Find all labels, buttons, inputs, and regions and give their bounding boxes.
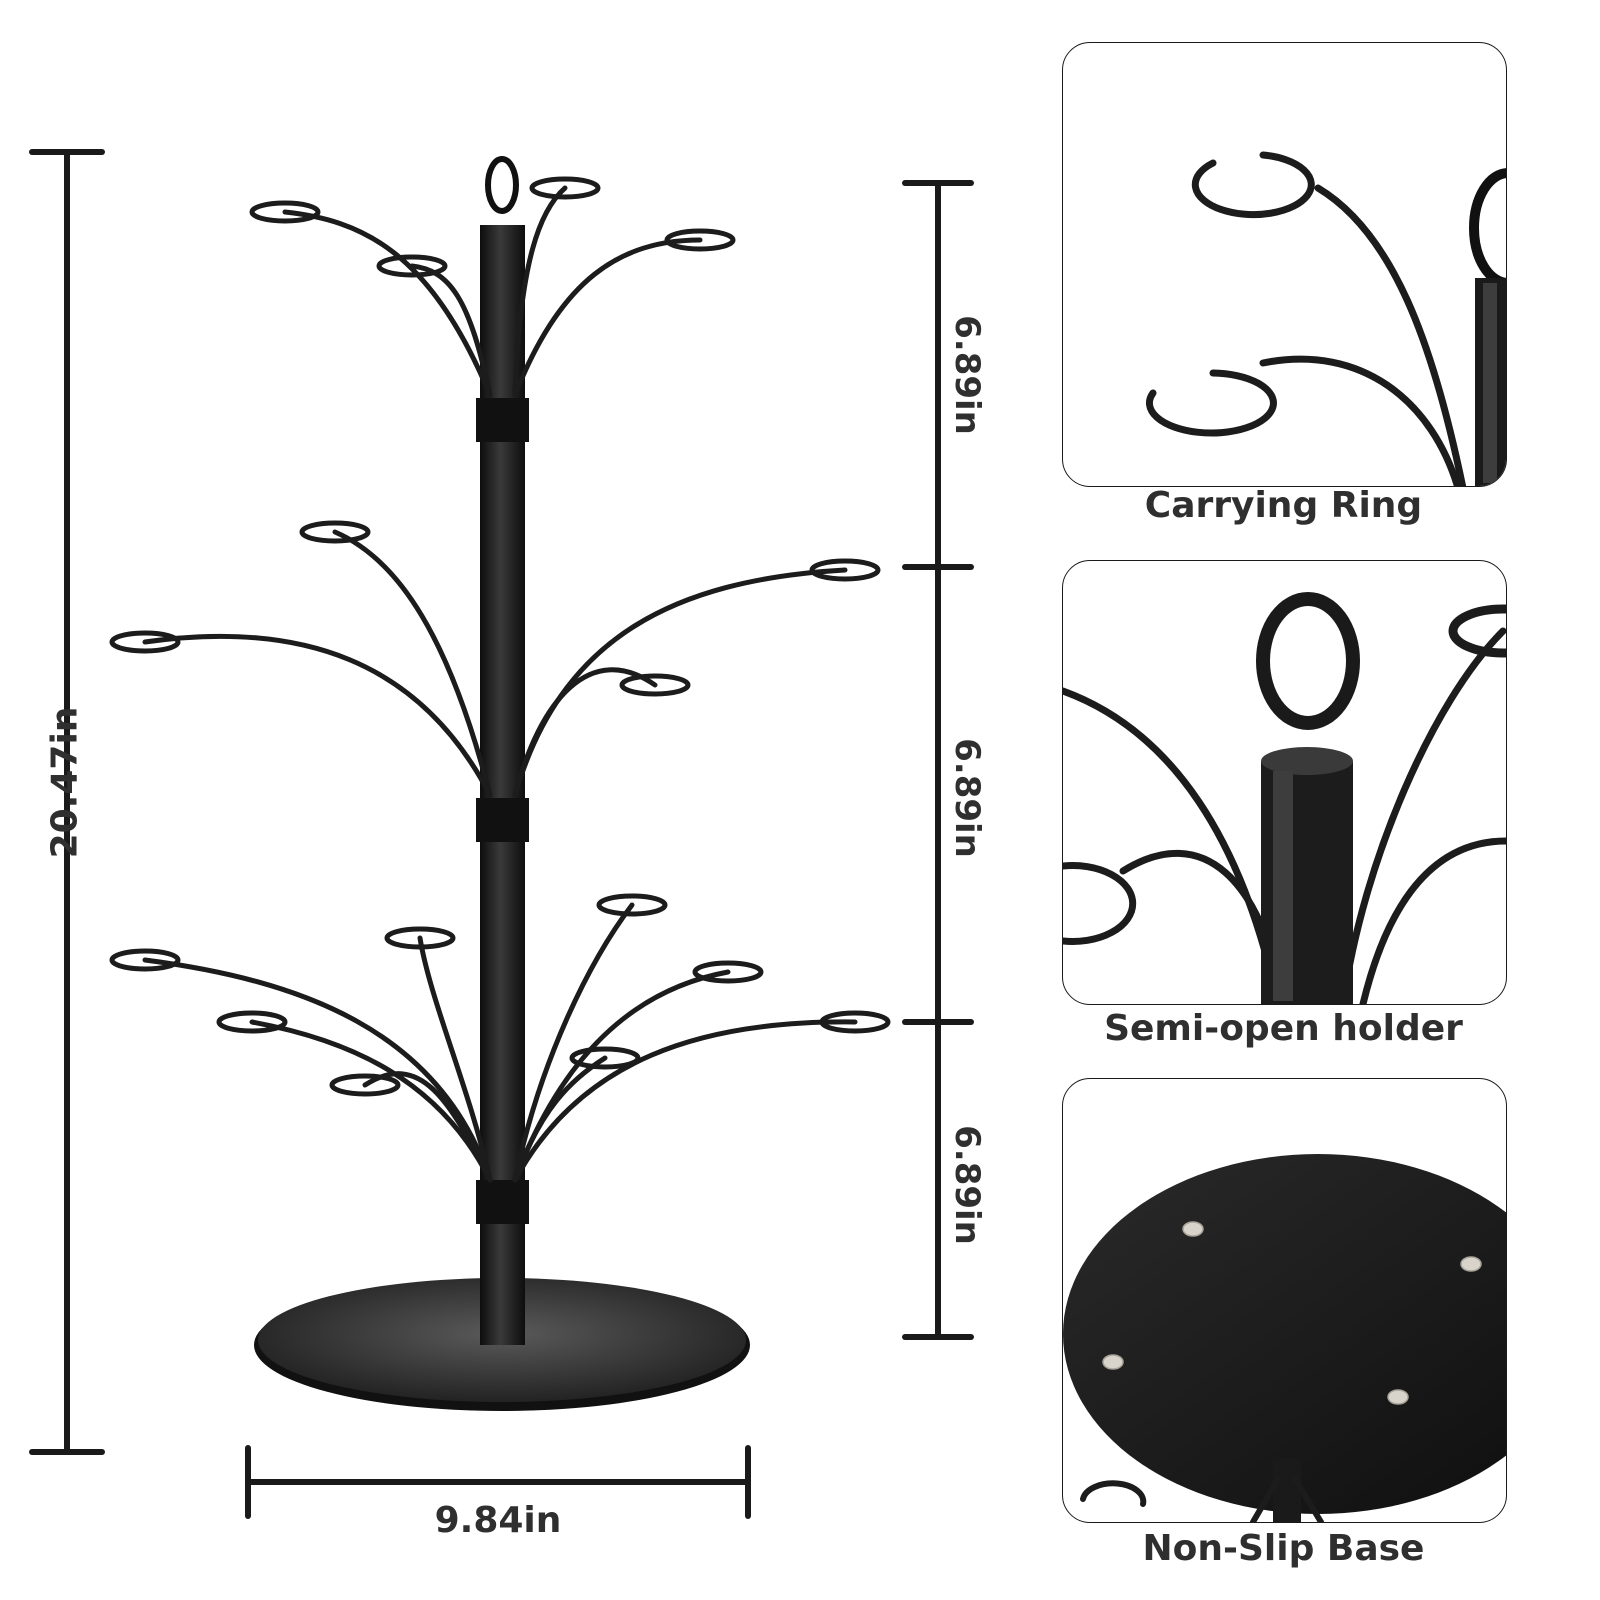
tree-branch [142,957,493,1183]
base-width-label: 9.84in [434,1500,562,1541]
rubber-pad [1387,1389,1409,1405]
branch-group [109,176,891,1183]
semi-open-holder-caption: Semi-open holder [1104,1008,1463,1049]
tree-branch [332,529,493,798]
rubber-pad [1182,1221,1204,1237]
non-slip-base-panel [1062,1078,1507,1523]
rubber-pad [1460,1256,1482,1272]
pole-connector [476,1180,529,1224]
non-slip-base-closeup-icon [1063,1154,1506,1522]
semi-open-holder-closeup-icon [1063,592,1506,1004]
carrying-ring [485,156,519,214]
carrying-ring-caption: Carrying Ring [1144,485,1423,526]
cup-holder-ring [569,1046,641,1070]
cup-holder-ring [809,558,881,582]
tree-branch [512,1019,858,1183]
tree-branch [512,902,635,1183]
tree-branch [417,935,493,1183]
pole-connector [476,798,529,842]
rubber-pad [1102,1354,1124,1370]
cup-holder-ring [692,960,764,984]
cup-holder-ring [819,1010,891,1034]
cup-holder-ring [249,200,321,224]
cup-holder-ring [299,520,371,544]
cup-holder-ring [376,254,448,278]
tree-branch [249,1019,493,1183]
tier-height-label-top: 6.89in [947,315,987,435]
pole-connector [476,398,529,442]
cup-holder-ring [216,1010,288,1034]
cup-holder-ring [619,673,691,697]
cup-holder-ring [109,630,181,654]
cup-holder-ring [664,228,736,252]
cup-holder-ring [109,948,181,972]
semi-open-holder-panel [1062,560,1507,1005]
tier-height-label-bottom: 6.89in [947,1125,987,1245]
carrying-ring-panel [1062,42,1507,487]
tree-branch [142,633,493,798]
tree-branch [512,667,658,798]
total-height-label: 20.47in [44,706,86,859]
cup-holder-ring [329,1073,401,1097]
tier-height-label-middle: 6.89in [947,738,987,858]
non-slip-base-caption: Non-Slip Base [1142,1528,1425,1569]
tree-branch [409,263,493,398]
cup-holder-ring [596,893,668,917]
cup-holder-ring [384,926,456,950]
carrying-ring-closeup-icon [1145,151,1506,486]
dimension-lines [29,149,974,1519]
cup-holder-ring [529,176,601,200]
tree-stand-illustration [109,156,891,1411]
